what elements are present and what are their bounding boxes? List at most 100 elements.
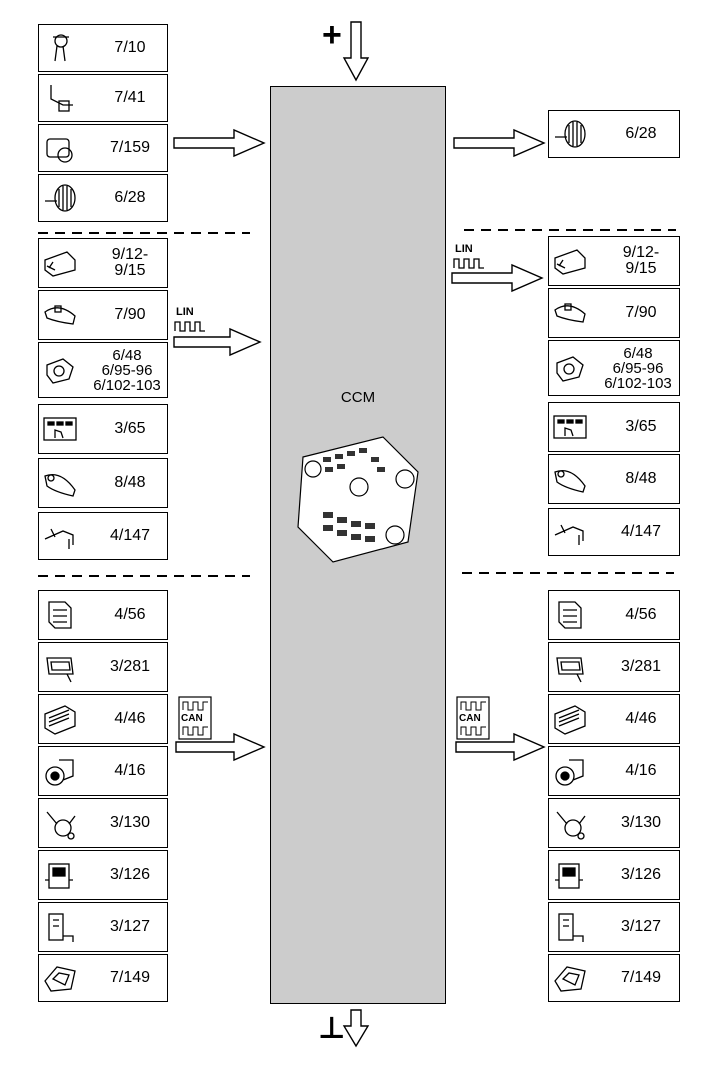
bracket-sensor-icon [44, 528, 74, 549]
right-module-6-28: 6/28 [548, 110, 680, 158]
module-ref: 6/28 [114, 189, 146, 206]
module-ref: 4/56 [114, 606, 146, 623]
module-ref: 7/90 [625, 304, 657, 321]
left-module-6-28: 6/28 [38, 174, 168, 222]
module-ref: 4/56 [625, 606, 657, 623]
sensor-icon [53, 34, 69, 62]
flap-motor-icon [556, 356, 584, 382]
arrow-left-group1 [173, 128, 266, 158]
display-icon [46, 657, 74, 683]
module-ref: 4/16 [625, 762, 657, 779]
arrow-right-group2 [451, 263, 544, 293]
module-ref: 6/48 6/95-96 6/102-103 [93, 346, 161, 394]
flap-motor-icon [46, 358, 74, 384]
ignition-switch-icon [555, 759, 584, 786]
right-module-3-281: 3/281 [548, 642, 680, 692]
control-module-icon [558, 601, 582, 629]
arrow-right-group1 [453, 128, 546, 158]
module-ref: 4/46 [114, 710, 146, 727]
arrow-left-group3 [175, 732, 266, 762]
steering-stalk-icon [46, 811, 76, 840]
power-symbol: + [322, 16, 342, 54]
control-module-icon [44, 251, 76, 277]
right-module-8-48: 8/48 [548, 454, 680, 504]
left-module-3-130: 3/130 [38, 798, 168, 848]
left-module-4-56: 4/56 [38, 590, 168, 640]
steering-stalk-icon [556, 811, 586, 840]
right-module-7-149: 7/149 [548, 954, 680, 1002]
left-module-4-16: 4/16 [38, 746, 168, 796]
ignition-switch-icon [45, 759, 74, 786]
right-module-4-46: 4/46 [548, 694, 680, 744]
ccm-label: CCM [340, 389, 376, 406]
module-ref: 4/147 [620, 523, 662, 540]
cover-icon [554, 966, 586, 992]
module-ref: 7/10 [114, 39, 146, 56]
arrow-left-group2 [173, 327, 262, 357]
module-ref: 7/149 [620, 969, 662, 986]
right-module-4-147: 4/147 [548, 508, 680, 556]
ground-arrow [342, 1009, 370, 1048]
climate-control-panel-icon [297, 436, 419, 563]
module-ref: 3/130 [620, 814, 662, 831]
module-ref: 3/130 [109, 814, 151, 831]
module-ref: 3/65 [625, 418, 657, 435]
rear-view-mirror-icon [554, 469, 586, 493]
actuator-icon [46, 138, 73, 163]
can-box-right [456, 696, 490, 740]
seat-heater-panel-icon [43, 417, 77, 441]
right-module-7-90: 7/90 [548, 288, 680, 338]
power-arrow [342, 21, 370, 82]
left-module-4-46: 4/46 [38, 694, 168, 744]
module-ref: 7/159 [109, 139, 151, 156]
ecu-icon [44, 705, 76, 735]
module-ref: 3/281 [109, 658, 151, 675]
module-ref: 4/147 [109, 527, 151, 544]
right-module-6-48: 6/48 6/95-96 6/102-103 [548, 340, 680, 396]
module-ref: 4/16 [114, 762, 146, 779]
seat-heater-panel-icon [553, 415, 587, 439]
left-module-6-48: 6/48 6/95-96 6/102-103 [38, 342, 168, 398]
module-ref: 9/12- 9/15 [622, 244, 660, 277]
rear-view-mirror-icon [44, 473, 76, 497]
control-module-icon [48, 601, 72, 629]
relay-module-icon [555, 863, 583, 889]
control-module-icon [554, 249, 586, 275]
left-module-9-12: 9/12- 9/15 [38, 238, 168, 288]
left-module-7-149: 7/149 [38, 954, 168, 1002]
ccm-module-block: CCM [270, 86, 446, 1004]
arrow-right-group3 [455, 732, 546, 762]
module-ref: 7/90 [114, 306, 146, 323]
relay-module-icon [45, 863, 73, 889]
left-module-7-90: 7/90 [38, 290, 168, 340]
left-module-3-126: 3/126 [38, 850, 168, 900]
lin-pulse-right [453, 258, 484, 269]
mirror-icon [44, 305, 76, 325]
lin-pulse-left [174, 321, 205, 332]
right-module-4-56: 4/56 [548, 590, 680, 640]
lin-label-left: LIN [176, 306, 194, 318]
module-ref: 8/48 [114, 474, 146, 491]
module-ref: 4/46 [625, 710, 657, 727]
module-ref: 6/28 [625, 125, 657, 142]
blower-fan-icon [45, 184, 76, 212]
module-ref: 7/149 [109, 969, 151, 986]
can-label-right: CAN [459, 713, 481, 724]
module-ref: 3/126 [109, 866, 151, 883]
mirror-icon [554, 303, 586, 323]
left-module-7-10: 7/10 [38, 24, 168, 72]
module-ref: 3/127 [109, 918, 151, 935]
bracket-sensor-icon [554, 524, 584, 545]
right-module-3-126: 3/126 [548, 850, 680, 900]
module-ref: 7/41 [114, 89, 146, 106]
sensor-probe-icon [50, 85, 73, 112]
left-module-7-41: 7/41 [38, 74, 168, 122]
module-ref: 3/126 [620, 866, 662, 883]
left-module-3-127: 3/127 [38, 902, 168, 952]
can-box-left [178, 696, 212, 740]
left-module-4-147: 4/147 [38, 512, 168, 560]
right-module-3-130: 3/130 [548, 798, 680, 848]
right-module-4-16: 4/16 [548, 746, 680, 796]
